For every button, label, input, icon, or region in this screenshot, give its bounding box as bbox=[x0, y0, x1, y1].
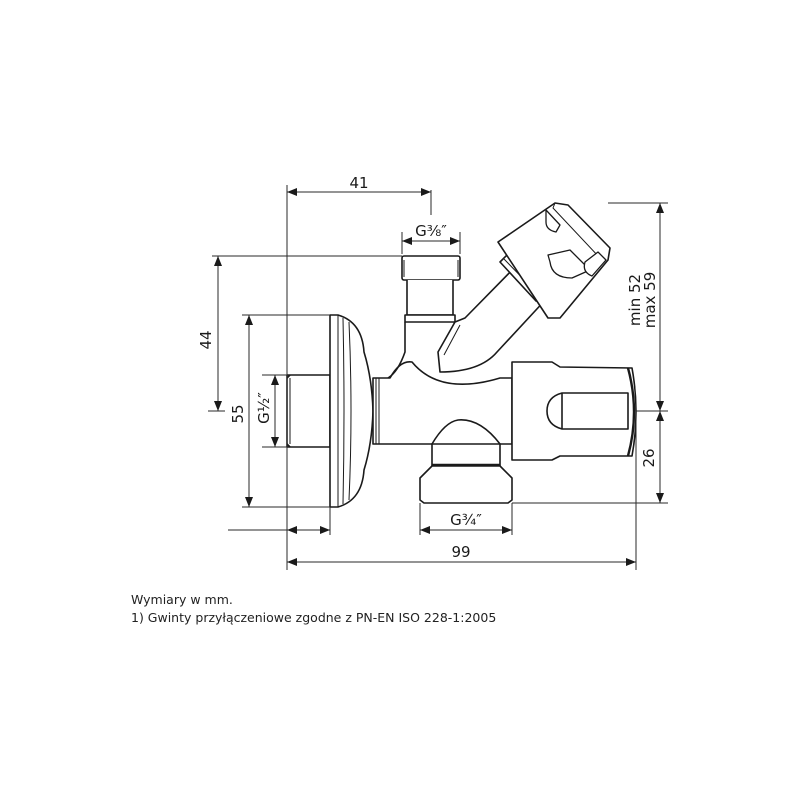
note-units: Wymiary w mm. bbox=[131, 592, 233, 607]
dimension-lines bbox=[208, 185, 668, 570]
valve-body bbox=[286, 202, 637, 508]
dim-41: 41 bbox=[349, 174, 368, 192]
dim-55: 55 bbox=[229, 404, 247, 423]
filter-housing bbox=[437, 202, 611, 373]
dim-g38-thread: G⅜″ bbox=[415, 222, 447, 240]
dim-max-59: max 59 bbox=[641, 272, 659, 329]
dim-44: 44 bbox=[197, 330, 215, 349]
dim-g12-thread: G½″ bbox=[255, 392, 273, 424]
note-thread-standard: 1) Gwinty przyłączeniowe zgodne z PN-EN … bbox=[131, 610, 497, 625]
left-thread-nipple bbox=[286, 374, 331, 448]
dim-g34-thread: G¾″ bbox=[450, 511, 482, 529]
dim-26: 26 bbox=[640, 448, 658, 467]
wall-rosette bbox=[329, 314, 374, 508]
dim-min-52: min 52 bbox=[626, 274, 644, 326]
shutoff-handle bbox=[511, 361, 637, 461]
bottom-outlet bbox=[419, 419, 513, 504]
dim-99: 99 bbox=[451, 543, 470, 561]
